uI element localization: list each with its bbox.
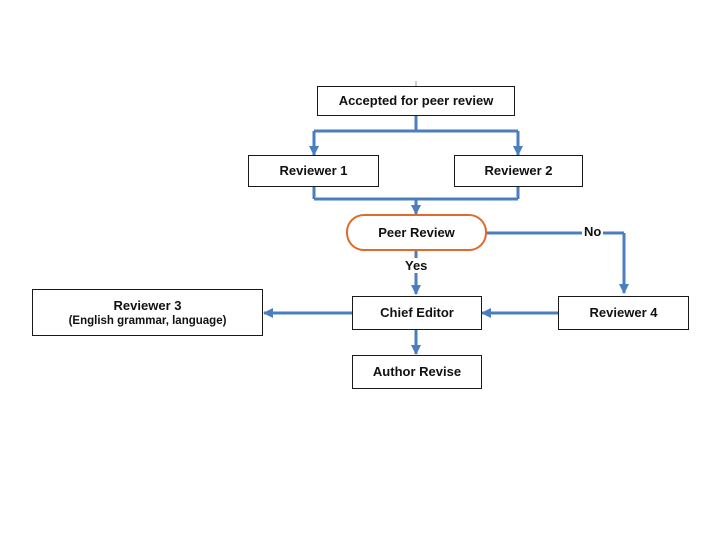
node-reviewer-3: Reviewer 3 (English grammar, language) xyxy=(32,289,263,336)
node-peer-review-label: Peer Review xyxy=(378,225,455,240)
node-reviewer-4: Reviewer 4 xyxy=(558,296,689,330)
node-reviewer-3-subtitle: (English grammar, language) xyxy=(68,314,227,327)
node-chief-editor-label: Chief Editor xyxy=(380,305,454,320)
node-accepted-for-peer-review: Accepted for peer review xyxy=(317,86,515,116)
node-reviewer-2-label: Reviewer 2 xyxy=(484,163,553,178)
node-peer-review-decision: Peer Review xyxy=(346,214,487,251)
node-reviewer-2: Reviewer 2 xyxy=(454,155,583,187)
node-reviewer-1: Reviewer 1 xyxy=(248,155,379,187)
node-reviewer-3-title: Reviewer 3 xyxy=(113,297,182,313)
node-author-revise: Author Revise xyxy=(352,355,482,389)
edge-label-yes: Yes xyxy=(403,258,430,273)
edge-label-no: No xyxy=(582,224,604,239)
node-chief-editor: Chief Editor xyxy=(352,296,482,330)
node-reviewer-4-label: Reviewer 4 xyxy=(589,305,658,320)
node-accepted-label: Accepted for peer review xyxy=(338,93,494,108)
node-reviewer-1-label: Reviewer 1 xyxy=(279,163,348,178)
node-author-revise-label: Author Revise xyxy=(372,364,462,379)
